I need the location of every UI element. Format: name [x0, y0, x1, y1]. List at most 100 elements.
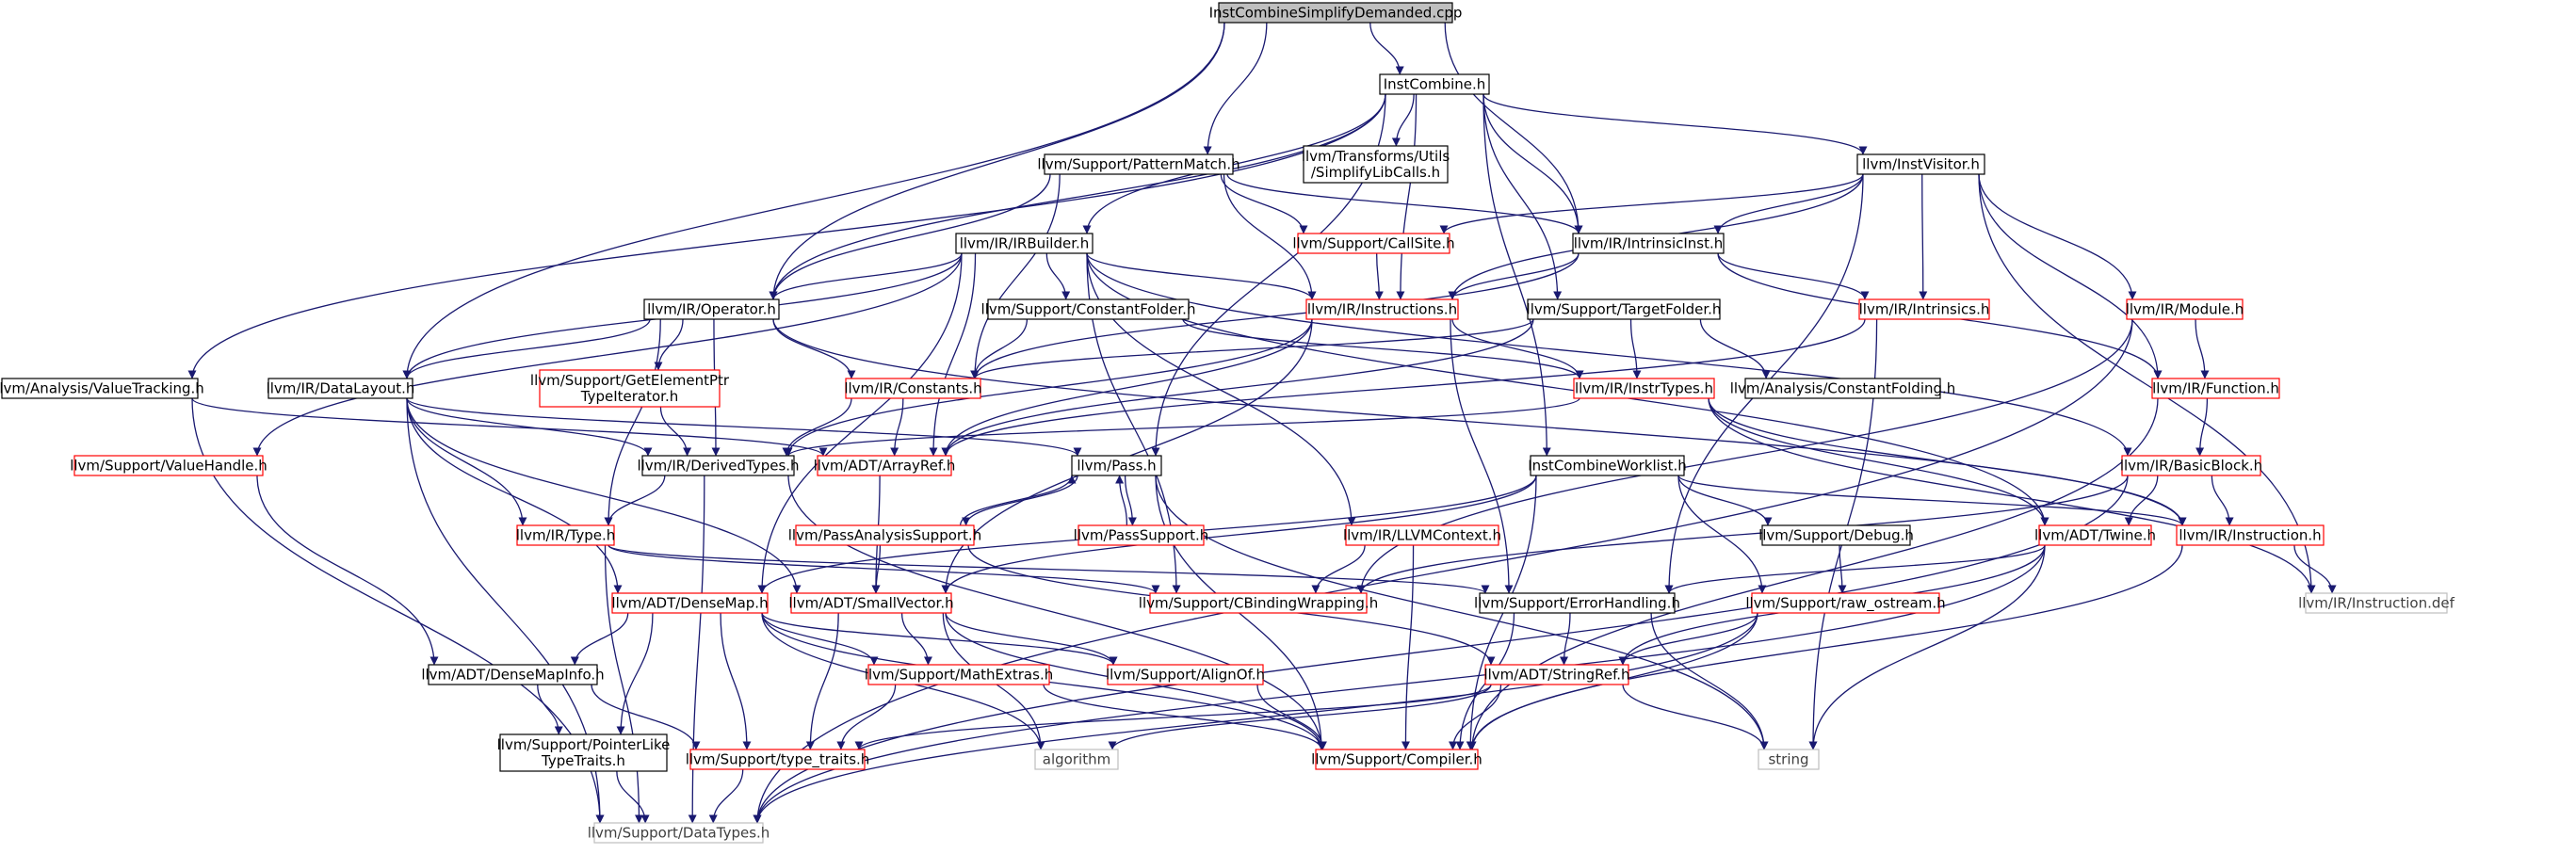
node-module[interactable]: llvm/IR/Module.h [2126, 298, 2244, 320]
edge-instrtypes-to-twine [1708, 397, 2049, 526]
edge-function-to-basicblock [2195, 397, 2209, 457]
node-stringref[interactable]: llvm/ADT/StringRef.h [1483, 664, 1630, 685]
node-simplifylibcalls[interactable]: llvm/Transforms/Utils/SimplifyLibCalls.h [1302, 145, 1450, 184]
node-label: llvm/IR/Constants.h [844, 380, 981, 397]
node-targetfolder[interactable]: llvm/Support/TargetFolder.h [1527, 298, 1722, 320]
node-derivedtypes[interactable]: llvm/IR/DerivedTypes.h [637, 455, 800, 476]
node-type_traits[interactable]: llvm/Support/type_traits.h [686, 749, 870, 770]
node-label: string [1768, 751, 1808, 768]
node-constantfolder[interactable]: llvm/Support/ConstantFolder.h [981, 298, 1196, 320]
node-alignof[interactable]: llvm/Support/AlignOf.h [1106, 664, 1265, 685]
node-label: llvm/IR/Type.h [516, 527, 616, 544]
node-label: llvm/IR/InstrTypes.h [1575, 380, 1713, 397]
node-debug[interactable]: llvm/Support/Debug.h [1758, 524, 1914, 546]
node-instrtypes[interactable]: llvm/IR/InstrTypes.h [1573, 378, 1715, 399]
edge-constants-to-arrayref [890, 397, 904, 457]
node-box [1303, 145, 1449, 184]
node-arrayref[interactable]: llvm/ADT/ArrayRef.h [814, 455, 956, 476]
edge-root-to-instcombine_h [1369, 22, 1404, 75]
node-box [539, 369, 721, 408]
edge-callsite-to-instructions [1374, 252, 1384, 300]
edge-passanalysis-to-pass [959, 475, 1077, 526]
node-box [641, 455, 795, 476]
node-box [1149, 592, 1368, 614]
node-string[interactable]: string [1758, 749, 1820, 770]
node-root[interactable]: InstCombineSimplifyDemanded.cpp [1209, 2, 1463, 24]
node-label: llvm/Support/PointerLike [497, 736, 671, 753]
node-raw_ostream[interactable]: llvm/Support/raw_ostream.h [1745, 592, 1946, 614]
node-densemap[interactable]: llvm/ADT/DenseMap.h [611, 592, 769, 614]
edge-instcombine_h-to-irbuilder [1082, 93, 1386, 234]
edge-densemapinfo-to-type_traits [591, 684, 701, 750]
node-valuetracking[interactable]: llvm/Analysis/ValueTracking.h [0, 378, 204, 399]
node-callsite[interactable]: llvm/Support/CallSite.h [1292, 233, 1455, 254]
node-box [1107, 664, 1264, 685]
edge-targetfolder-to-instrtypes [1629, 318, 1642, 379]
node-passanalysis[interactable]: llvm/PassAnalysisSupport.h [788, 524, 981, 546]
node-label: InstCombineSimplifyDemanded.cpp [1209, 5, 1463, 22]
edge-instvisitor-to-intrinsicinst [1713, 173, 1864, 234]
node-llvmcontext[interactable]: llvm/IR/LLVMContext.h [1343, 524, 1501, 546]
node-instructions[interactable]: llvm/IR/Instructions.h [1305, 298, 1459, 320]
node-pass[interactable]: llvm/Pass.h [1071, 455, 1162, 476]
node-patternmatch[interactable]: llvm/Support/PatternMatch.h [1037, 153, 1240, 175]
node-label: llvm/Support/DataTypes.h [588, 825, 770, 842]
edge-smallvector-to-mathextras [900, 612, 932, 666]
node-instruction[interactable]: llvm/IR/Instruction.h [2176, 524, 2325, 546]
edge-patternmatch-to-constants [970, 173, 1061, 379]
node-compiler[interactable]: llvm/Support/Compiler.h [1311, 749, 1482, 770]
node-datatypes[interactable]: llvm/Support/DataTypes.h [588, 822, 770, 844]
edge-densemap-to-pointerlike [616, 612, 654, 735]
node-basicblock[interactable]: llvm/IR/BasicBlock.h [2120, 455, 2262, 476]
node-label: llvm/Support/Compiler.h [1311, 751, 1482, 768]
node-twine[interactable]: llvm/ADT/Twine.h [2034, 524, 2156, 546]
node-label: llvm/IR/Instructions.h [1307, 301, 1457, 318]
node-intrinsicinst[interactable]: llvm/IR/IntrinsicInst.h [1572, 233, 1725, 254]
edge-operator-to-instruction [772, 318, 2187, 526]
node-mathextras[interactable]: llvm/Support/MathExtras.h [865, 664, 1053, 685]
node-intrinsics[interactable]: llvm/IR/Intrinsics.h [1858, 298, 1990, 320]
edge-basicblock-to-instruction [2211, 475, 2234, 526]
node-operator[interactable]: llvm/IR/Operator.h [643, 298, 780, 320]
node-label: llvm/Support/type_traits.h [686, 751, 870, 769]
node-irbuilder[interactable]: llvm/IR/IRBuilder.h [955, 233, 1094, 254]
node-instruction_def[interactable]: llvm/IR/Instruction.def [2298, 592, 2455, 614]
node-box [1379, 73, 1490, 95]
edge-worklist-to-raw_ostream [1677, 475, 1767, 594]
node-algorithm[interactable]: algorithm [1034, 749, 1119, 770]
node-box [1573, 378, 1715, 399]
node-worklist[interactable]: InstCombineWorklist.h [1528, 455, 1687, 476]
node-constants[interactable]: llvm/IR/Constants.h [844, 378, 982, 399]
node-valuehandle[interactable]: llvm/Support/ValueHandle.h [70, 455, 267, 476]
edge-raw_ostream-to-stringref [1618, 612, 1758, 666]
node-smallvector[interactable]: llvm/ADT/SmallVector.h [788, 592, 954, 614]
node-densemapinfo[interactable]: llvm/ADT/DenseMapInfo.h [421, 664, 605, 685]
node-datalayout[interactable]: llvm/IR/DataLayout.h [267, 378, 415, 399]
node-label: llvm/Support/CallSite.h [1292, 235, 1454, 252]
edge-type-to-errorhandling [608, 544, 1490, 594]
node-box [593, 822, 764, 844]
edge-smallvector-to-type_traits [805, 612, 839, 750]
edge-instvisitor-to-module [1978, 173, 2137, 300]
node-instvisitor[interactable]: llvm/InstVisitor.h [1856, 153, 1985, 175]
node-errorhandling[interactable]: llvm/Support/ErrorHandling.h [1474, 592, 1680, 614]
node-label: llvm/IR/Function.h [2152, 380, 2279, 397]
node-type[interactable]: llvm/IR/Type.h [516, 524, 616, 546]
node-passsupport[interactable]: llvm/PassSupport.h [1074, 524, 1209, 546]
node-label: llvm/IR/DataLayout.h [267, 380, 415, 397]
edge-instructions-to-errorhandling [1450, 318, 1514, 594]
edge-module-to-datatypes [753, 318, 2133, 824]
node-box [689, 749, 866, 770]
node-box [643, 298, 780, 320]
node-constantfolding[interactable]: llvm/Analysis/ConstantFolding.h [1730, 378, 1956, 399]
node-instcombine_h[interactable]: InstCombine.h [1379, 73, 1490, 95]
node-box [1077, 524, 1205, 546]
node-cbinding[interactable]: llvm/Support/CBindingWrapping.h [1139, 592, 1378, 614]
edge-root-to-patternmatch [1203, 22, 1268, 155]
edge-stringref-to-string [1622, 684, 1769, 750]
node-label: llvm/Support/MathExtras.h [865, 667, 1053, 684]
edge-operator-to-constants [772, 318, 856, 379]
node-function[interactable]: llvm/IR/Function.h [2151, 378, 2280, 399]
